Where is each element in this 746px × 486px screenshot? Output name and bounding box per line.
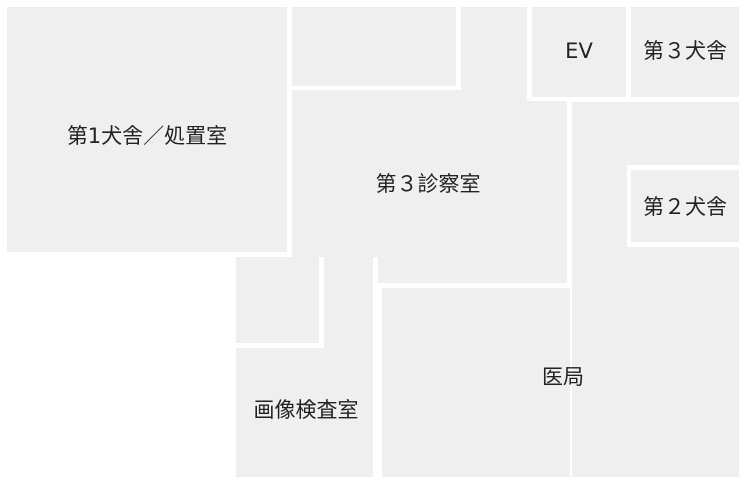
room-exam-3[interactable] — [292, 7, 567, 283]
room-unlabeled-top[interactable] — [292, 7, 456, 86]
room-medical-office[interactable] — [382, 288, 570, 477]
label-kennel-3: 第３犬舎 — [643, 39, 727, 63]
room-unlabeled-small[interactable] — [236, 257, 319, 343]
room-kennel-3[interactable] — [631, 7, 739, 97]
room-elevator[interactable] — [532, 7, 626, 97]
room-corridor-east — [572, 102, 739, 477]
room-imaging[interactable] — [236, 257, 373, 477]
room-kennel-1-treatment[interactable] — [7, 7, 287, 252]
label-kennel-2: 第２犬舎 — [643, 195, 727, 219]
label-medical-office: 医局 — [542, 365, 584, 389]
label-exam-3: 第３診察室 — [376, 172, 481, 196]
room-kennel-2[interactable] — [631, 170, 739, 242]
label-kennel-1-treatment: 第1犬舎／処置室 — [67, 124, 227, 148]
label-imaging: 画像検査室 — [254, 398, 359, 422]
label-elevator: EV — [565, 39, 593, 63]
